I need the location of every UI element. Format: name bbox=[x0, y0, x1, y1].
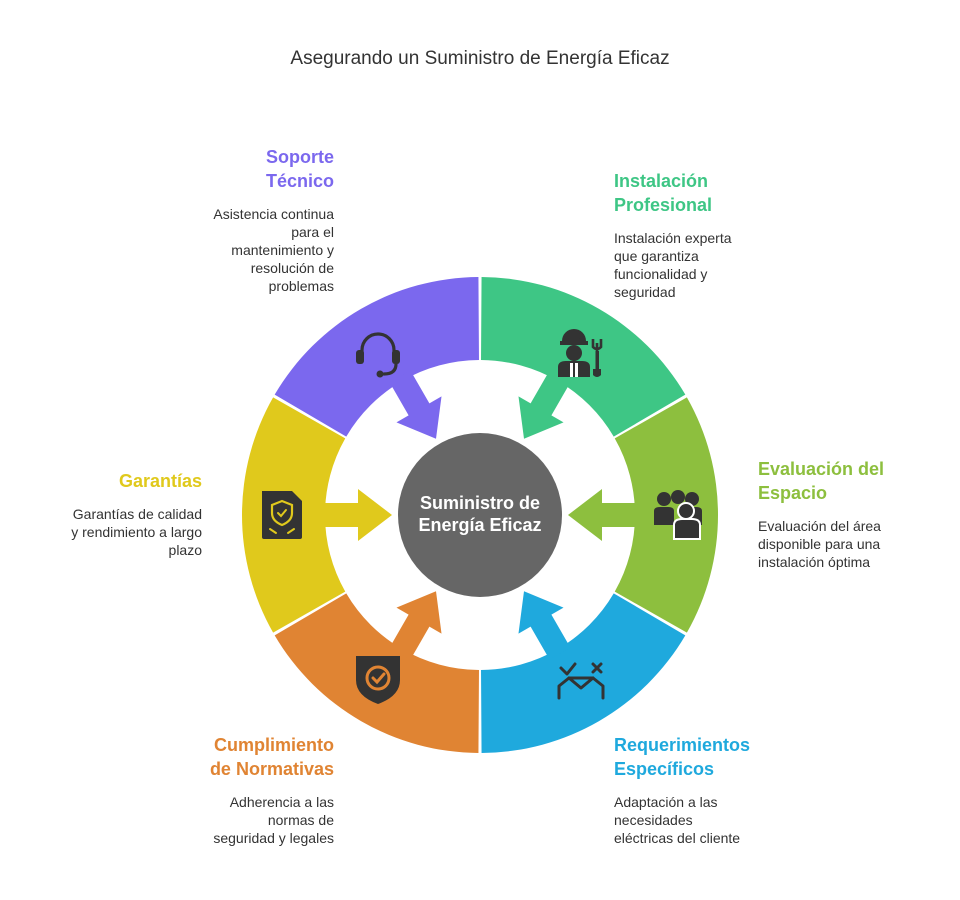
headset-icon bbox=[356, 332, 400, 378]
arrow-green bbox=[518, 370, 571, 439]
ring-segment-purple bbox=[274, 277, 479, 437]
arrow-yellow bbox=[320, 489, 392, 541]
shield-check-icon bbox=[356, 656, 400, 704]
arrow-orange bbox=[389, 591, 442, 660]
arrow-purple bbox=[389, 370, 442, 439]
check-cross-icon bbox=[557, 662, 605, 700]
people-group-icon bbox=[654, 490, 702, 540]
ring-segment-blue bbox=[481, 593, 686, 753]
diagram-title: Asegurando un Suministro de Energía Efic… bbox=[290, 48, 670, 69]
ring-segment-green bbox=[481, 277, 686, 437]
arrow-blue bbox=[518, 591, 571, 660]
center-label: Suministro de Energía Eficaz bbox=[418, 493, 542, 535]
center-hub bbox=[398, 433, 562, 597]
heading-garantias: Garantías bbox=[118, 471, 202, 491]
warranty-certificate-icon bbox=[262, 491, 302, 539]
worker-wrench-icon bbox=[558, 329, 603, 377]
arrow-olive bbox=[568, 489, 640, 541]
